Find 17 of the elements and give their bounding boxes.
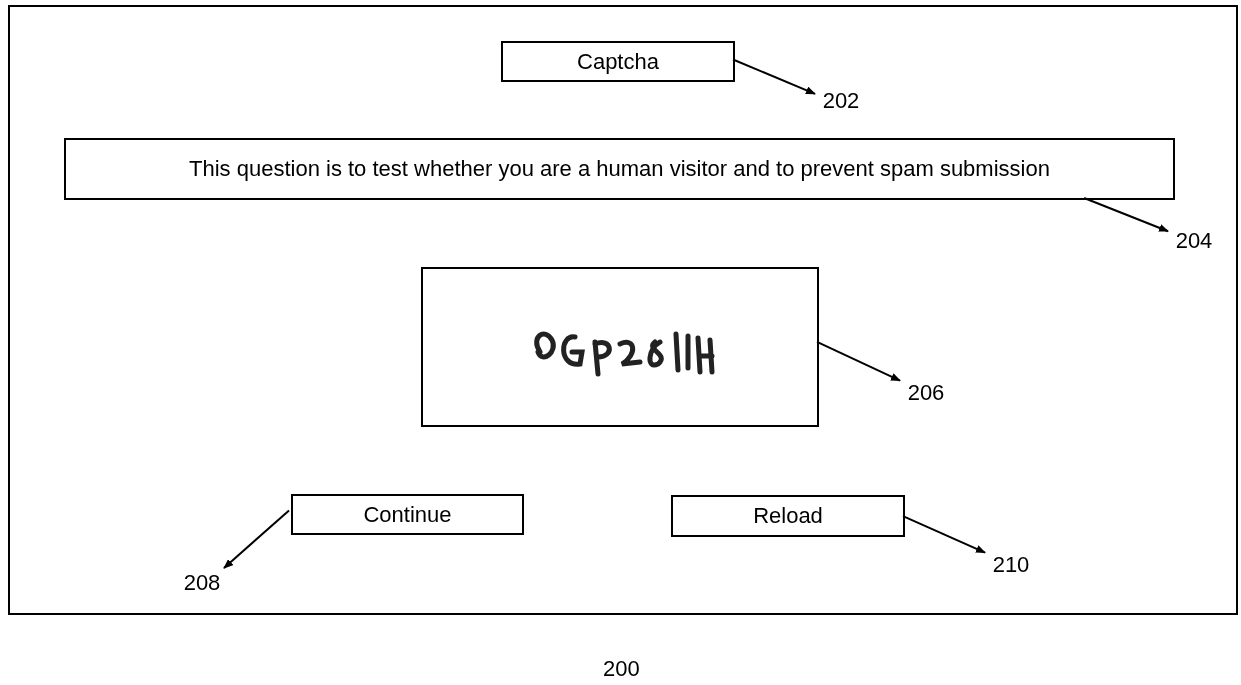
screen-frame [8,5,1238,615]
leader-arrow [816,340,901,382]
reference-number: 204 [1170,228,1218,254]
button: Reload [671,495,905,537]
leader-arrow [902,515,986,554]
button: Continue [291,494,524,535]
reference-number: 206 [902,380,950,406]
reference-number: 208 [178,570,226,596]
leader-arrow [223,509,290,569]
figure-number: 200 [603,656,640,682]
captcha-image [421,267,819,427]
text-box: This question is to test whether you are a human visitor and to prevent spam submission [64,138,1175,200]
reference-number: 202 [817,88,865,114]
text-box: Captcha [501,41,735,82]
leader-arrow [1083,197,1169,233]
reference-number: 210 [987,552,1035,578]
leader-arrow [732,58,816,95]
